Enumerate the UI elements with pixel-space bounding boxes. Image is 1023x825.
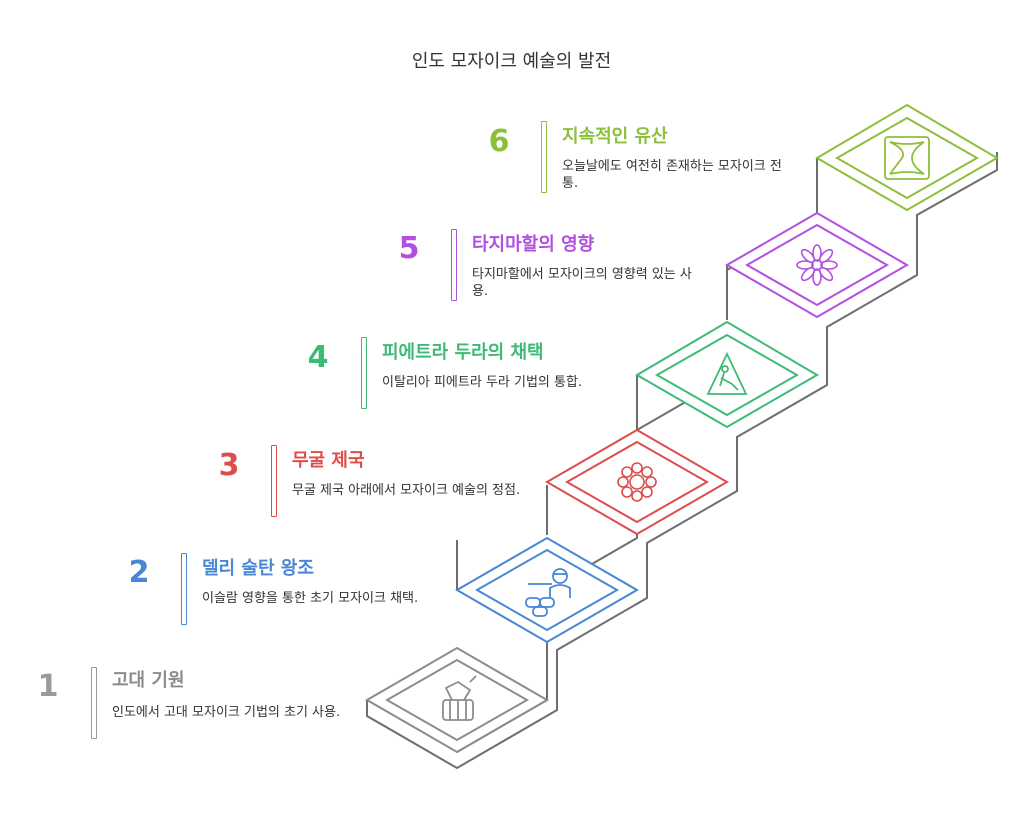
diagram-title: 인도 모자이크 예술의 발전	[411, 51, 612, 72]
step-5-tile	[725, 211, 909, 319]
step-2-title: 델리 술탄 왕조	[202, 558, 314, 579]
worker-sign-icon	[706, 351, 748, 395]
step-2-tile	[455, 536, 639, 644]
step-4-tile	[635, 320, 819, 429]
step-6-bar	[541, 121, 547, 193]
step-5-desc: 타지마할에서 모자이크의 영향력 있는 사용.	[472, 267, 692, 299]
step-5-title: 타지마할의 영향	[472, 234, 595, 255]
step-3-title: 무굴 제국	[292, 450, 365, 471]
step-2-desc: 이슬람 영향을 통한 초기 모자이크 채택.	[202, 591, 419, 606]
soldier-icon	[525, 568, 571, 617]
step-3-desc: 무굴 제국 아래에서 모자이크 예술의 정점.	[292, 483, 521, 498]
step-2-number: 2	[128, 555, 150, 590]
step-2-bar	[181, 553, 187, 625]
step-1-number: 1	[37, 669, 59, 704]
tree-stump-icon	[442, 675, 477, 721]
step-6-number: 6	[488, 124, 510, 159]
step-5-number: 5	[398, 231, 420, 266]
step-1-desc: 인도에서 고대 모자이크 기법의 초기 사용.	[112, 705, 341, 720]
step-3-tile	[545, 428, 729, 536]
step-6-desc: 오늘날에도 여전히 존재하는 모자이크 전통.	[562, 159, 782, 191]
step-1-bar	[91, 667, 97, 739]
step-6-tile	[815, 103, 999, 212]
step-4-desc: 이탈리아 피에트라 두라 기법의 통합.	[382, 375, 583, 390]
step-3-bar	[271, 445, 277, 517]
step-1-title: 고대 기원	[112, 670, 185, 691]
step-5-bar	[451, 229, 457, 301]
step-1-tile	[365, 646, 549, 754]
pattern-tile-icon	[884, 136, 930, 180]
ornament-icon	[617, 462, 657, 502]
step-3-number: 3	[218, 448, 240, 483]
step-4-number: 4	[307, 340, 329, 375]
step-4-title: 피에트라 두라의 채택	[382, 342, 544, 363]
step-6-title: 지속적인 유산	[562, 126, 668, 147]
flower-icon	[796, 244, 838, 286]
step-4-bar	[361, 337, 367, 409]
